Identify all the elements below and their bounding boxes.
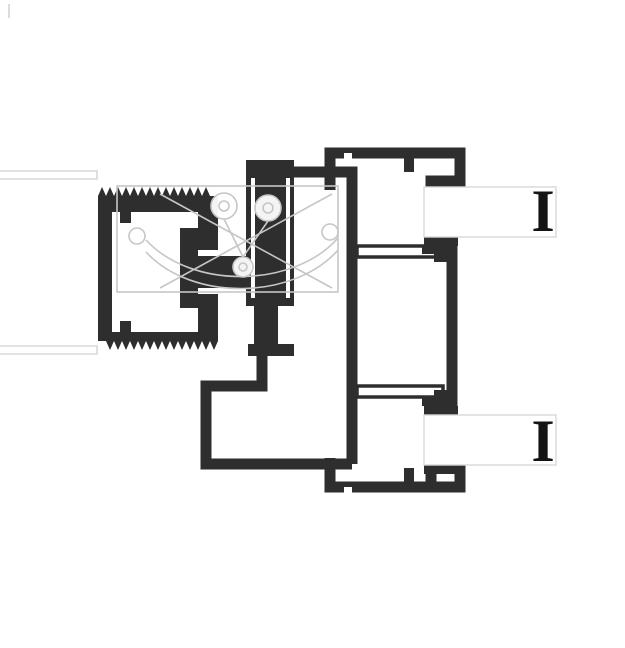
lock-cam-icon: [232, 256, 254, 278]
mechanism-overlay: [116, 185, 339, 293]
mechanism-links: [223, 218, 269, 258]
frame-bottom-outline: [324, 458, 466, 493]
roller-icon: [254, 194, 282, 222]
link-end-right-icon: [321, 223, 339, 241]
frame-top-piece: [324, 147, 466, 190]
mullion-foot: [248, 344, 294, 356]
jamb-tab-lower-a: [422, 398, 448, 406]
frame-right-jamb: [422, 237, 458, 418]
mullion-stem: [254, 306, 278, 348]
jamb-tab-upper-a: [422, 246, 448, 254]
sash-web-bottom: [355, 384, 445, 399]
pivot-icon: [210, 192, 238, 220]
clamp-tab-bottom: [120, 321, 131, 332]
jamb-cap-under-top-glass: [424, 237, 458, 246]
mullion-groove-right: [286, 178, 290, 298]
glass-edge-left-top: [0, 170, 98, 180]
cap-under-bottom-glass: [424, 465, 458, 474]
link-end-left-icon: [128, 227, 146, 245]
glass-pane-bottom: [423, 414, 557, 466]
stray-mark: [8, 4, 10, 18]
jamb-tab-lower-b: [434, 390, 447, 398]
sash-top-and-stile: [258, 166, 358, 464]
lock-pin-icon: [238, 262, 248, 272]
mullion-profile: [246, 160, 294, 356]
glass-edge-left-bottom: [0, 345, 98, 355]
frame-top-stub: [404, 158, 414, 172]
frame-top-notch: [344, 153, 352, 159]
section-marker-bottom: I: [531, 408, 554, 474]
roller-pin-icon: [262, 202, 274, 214]
glass-pane-top: [423, 186, 557, 238]
frame-top-outline: [324, 147, 466, 190]
clamp-tab-top: [120, 212, 131, 223]
sash-bottom-tray: [200, 352, 352, 470]
pivot-pin-icon: [218, 200, 230, 212]
sash-profile: [200, 166, 445, 470]
jamb-tab-upper-b: [434, 254, 447, 262]
mechanism-diagonal-b: [159, 193, 333, 289]
section-marker-top: I: [531, 178, 554, 244]
jamb-cap-over-bottom-glass: [424, 406, 458, 415]
frame-bottom-piece: [324, 458, 466, 493]
frame-bottom-notch: [344, 487, 352, 493]
frame-bottom-stub: [404, 468, 414, 482]
clamp-channel: [112, 212, 198, 332]
mechanism-lever-curve-b: [145, 249, 339, 290]
